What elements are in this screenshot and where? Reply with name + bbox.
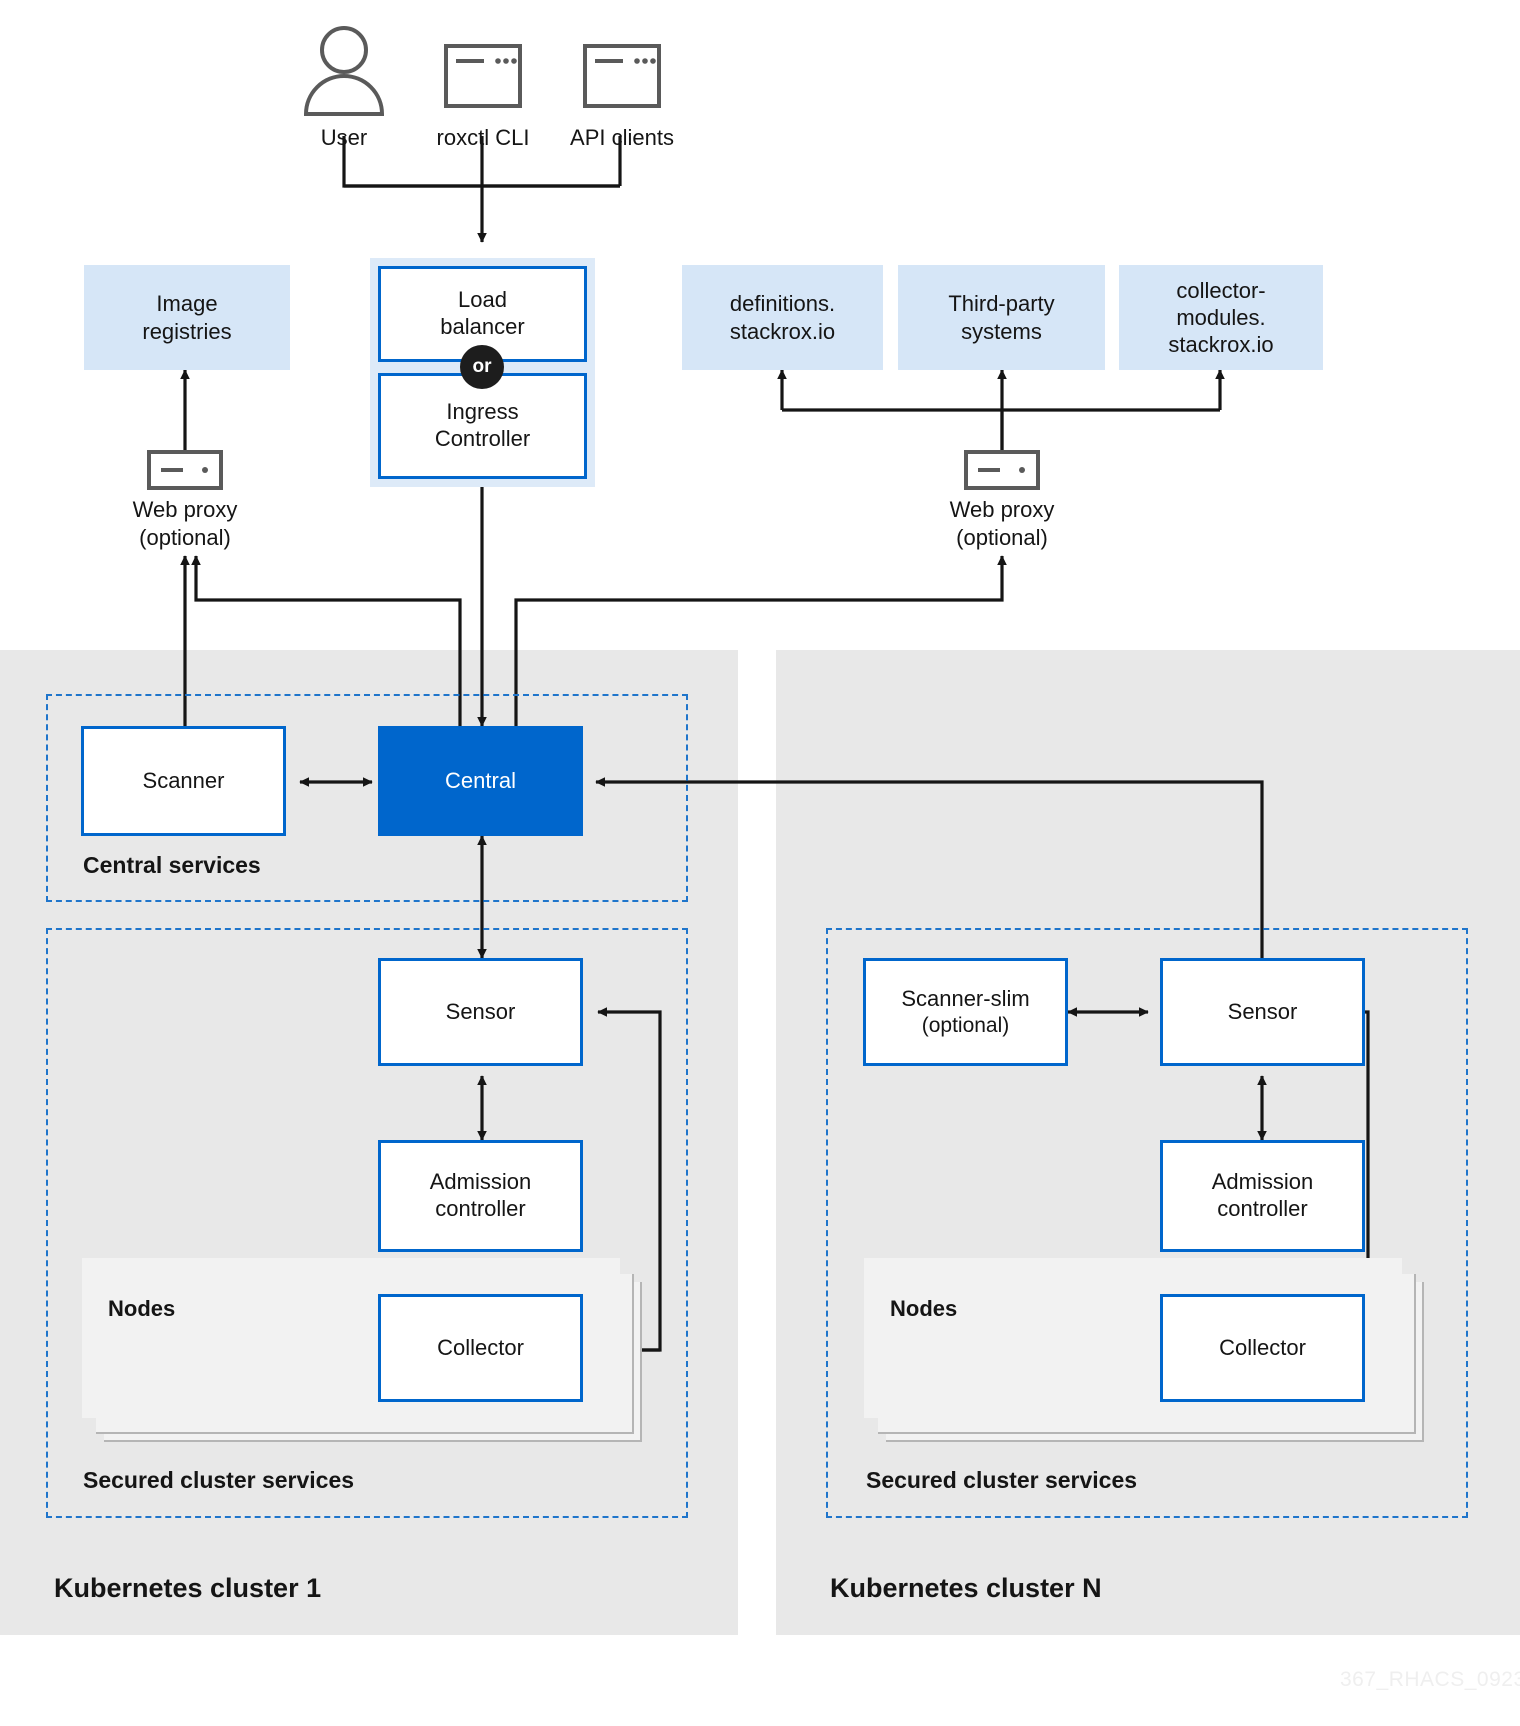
cluster-n-collector-label: Collector: [1219, 1334, 1306, 1360]
collector-modules-line3: stackrox.io: [1168, 332, 1274, 358]
web-proxy-right-optional: (optional): [956, 524, 1048, 550]
web-proxy-right-label: Web proxy (optional): [927, 496, 1077, 551]
api-window-icon: [583, 44, 661, 108]
ingress-line1: Ingress: [446, 399, 519, 425]
cluster-n-sensor-box[interactable]: Sensor: [1160, 958, 1365, 1066]
terminal-icon: [444, 44, 522, 108]
definitions-line1: definitions.: [729, 291, 836, 317]
image-registries-box: Image registries: [84, 265, 290, 370]
scanner-box[interactable]: Scanner: [81, 726, 286, 836]
cluster-1-label: Kubernetes cluster 1: [54, 1573, 322, 1603]
cluster-1-admission-line2: controller: [435, 1196, 526, 1221]
watermark-text: 367_RHACS_0923: [1340, 1668, 1520, 1691]
web-proxy-left-label: Web proxy (optional): [110, 496, 260, 551]
cluster-n-label: Kubernetes cluster N: [830, 1573, 1102, 1603]
cluster-n-collector-box[interactable]: Collector: [1160, 1294, 1365, 1402]
definitions-line2: stackrox.io: [729, 318, 836, 344]
cluster-n-sensor-label: Sensor: [1227, 998, 1298, 1024]
image-registries-line1: Image: [156, 291, 218, 317]
roxctl-cli-label: roxctl CLI: [436, 125, 530, 150]
definitions-stackrox-box: definitions. stackrox.io: [682, 265, 883, 370]
central-label: Central: [445, 767, 516, 793]
web-proxy-left-title: Web proxy: [132, 497, 238, 522]
cluster-1-sensor-label: Sensor: [445, 998, 516, 1024]
ingress-line2: Controller: [434, 426, 531, 451]
cluster-1-admission-controller-box[interactable]: Admission controller: [378, 1140, 583, 1252]
user-icon: [303, 26, 385, 116]
collector-modules-box: collector- modules. stackrox.io: [1119, 265, 1323, 370]
cluster-1-sensor-box[interactable]: Sensor: [378, 958, 583, 1066]
cluster-1-secured-label: Secured cluster services: [83, 1467, 355, 1493]
load-balancer-line1: Load: [458, 287, 507, 313]
web-proxy-left-optional: (optional): [139, 524, 231, 550]
cluster-n-admission-line1: Admission: [1211, 1169, 1314, 1195]
scanner-label: Scanner: [142, 767, 225, 793]
cluster-n-admission-controller-box[interactable]: Admission controller: [1160, 1140, 1365, 1252]
cluster-1-collector-label: Collector: [437, 1334, 524, 1360]
load-balancer-line2: balancer: [440, 314, 525, 339]
central-services-label: Central services: [83, 852, 261, 878]
collector-modules-line1: collector-: [1176, 277, 1266, 303]
cluster-1-nodes-label: Nodes: [108, 1296, 176, 1321]
cluster-1-collector-box[interactable]: Collector: [378, 1294, 583, 1402]
web-proxy-left-icon: [147, 450, 223, 490]
collector-modules-line2: modules.: [1176, 304, 1266, 330]
cluster-n-scanner-slim-optional: (optional): [921, 1013, 1010, 1037]
central-services-group: [46, 694, 688, 902]
web-proxy-right-icon: [964, 450, 1040, 490]
api-clients-label: API clients: [570, 125, 674, 150]
web-proxy-right-title: Web proxy: [949, 497, 1055, 522]
third-party-line2: systems: [961, 318, 1042, 344]
image-registries-line2: registries: [142, 318, 232, 344]
third-party-line1: Third-party: [948, 291, 1055, 317]
cluster-n-scanner-slim-box[interactable]: Scanner-slim (optional): [863, 958, 1068, 1066]
cluster-1-admission-line1: Admission: [429, 1169, 532, 1195]
cluster-n-secured-group: [826, 928, 1468, 1518]
third-party-systems-box: Third-party systems: [898, 265, 1105, 370]
cluster-n-admission-line2: controller: [1217, 1196, 1308, 1221]
cluster-n-nodes-label: Nodes: [890, 1296, 958, 1321]
cluster-n-secured-label: Secured cluster services: [866, 1467, 1138, 1493]
central-box[interactable]: Central: [378, 726, 583, 836]
cluster-1-secured-group: [46, 928, 688, 1518]
cluster-n-scanner-slim-label: Scanner-slim: [901, 985, 1030, 1011]
user-label: User: [320, 125, 368, 150]
or-badge: or: [460, 345, 504, 389]
